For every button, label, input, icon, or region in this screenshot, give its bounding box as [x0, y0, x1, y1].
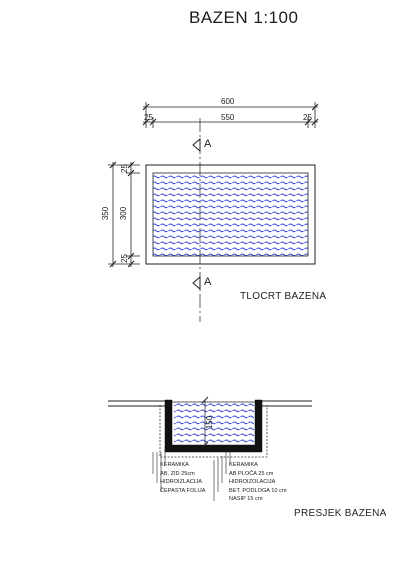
section-ground: [108, 400, 312, 407]
right-material-item: AB PLOČA 25 cm: [229, 470, 274, 477]
dim-inner-height: 300: [119, 206, 129, 221]
section-water: [174, 402, 254, 444]
dim-bottom-wall: 25: [119, 254, 129, 263]
dim-left-wall: 25: [144, 113, 153, 122]
section-mark-bottom: A: [204, 276, 212, 288]
plan-caption: TLOCRT BAZENA: [240, 291, 327, 302]
right-materials-list: KERAMIKA AB PLOČA 25 cm HIDROIZOLACIJA B…: [229, 461, 287, 504]
plan-vertical-dimensions: [108, 161, 140, 268]
leader-lines: [152, 446, 231, 501]
section-line-aa: [192, 118, 201, 322]
pool-outer-wall: [145, 164, 316, 265]
left-material-item: AB. ZID 25cm: [160, 470, 195, 477]
right-material-item: HIDROIZOLACIJA: [229, 479, 276, 486]
left-materials-list: KERAMIKA AB. ZID 25cm HIDROIZLACIJA ČEPA…: [160, 461, 206, 495]
dim-top-wall: 25: [119, 164, 129, 173]
right-material-item: KERAMIKA: [229, 462, 258, 468]
left-material-item: HIDROIZLACIJA: [160, 479, 202, 486]
dim-inner-width: 550: [221, 113, 235, 122]
right-material-item: BET. PODLOGA 10 cm: [229, 487, 287, 494]
dim-overall-width: 600: [221, 97, 235, 106]
dim-overall-height: 350: [101, 206, 111, 221]
section-pool-structure: [159, 399, 268, 458]
drawing-title: BAZEN 1:100: [189, 8, 299, 27]
left-material-item: KERAMIKA: [160, 462, 189, 468]
right-material-item: NASIP 15 cm: [229, 496, 263, 503]
dim-right-wall: 25: [303, 113, 312, 122]
section-depth-dimension: [201, 396, 209, 449]
left-material-item: ČEPASTA FOLIJA: [160, 487, 206, 494]
plan-horizontal-dimensions: [142, 102, 319, 128]
section-depth-label: 150: [205, 415, 215, 430]
section-caption: PRESJEK BAZENA: [294, 508, 387, 519]
pool-water: [152, 172, 309, 257]
section-mark-top: A: [204, 138, 212, 150]
